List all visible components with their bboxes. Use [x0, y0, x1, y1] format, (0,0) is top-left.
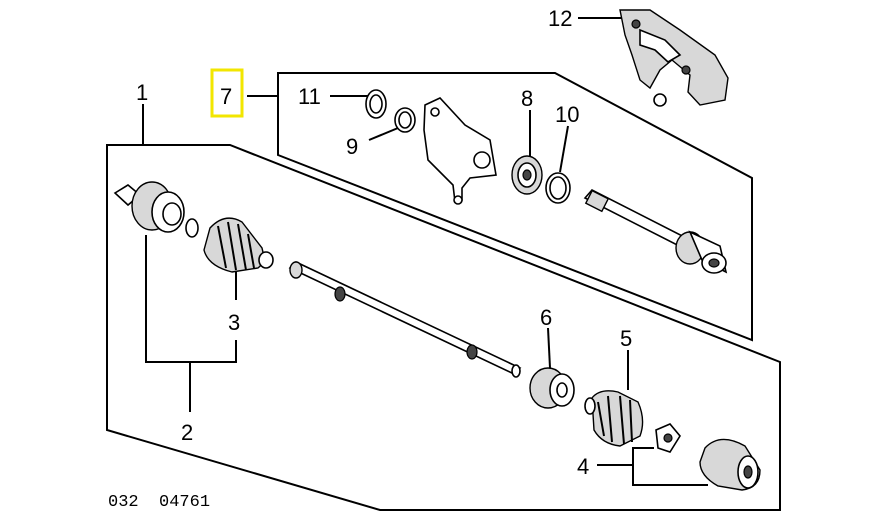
- axle-shaft: [288, 261, 522, 378]
- callout-12: 12: [548, 6, 572, 31]
- highlight-box-7: [210, 68, 244, 118]
- part-12-bracket: [619, 9, 729, 107]
- assembly-7-outline: [277, 72, 753, 342]
- bearing-support-bracket: [423, 97, 497, 205]
- callout-2: 2: [181, 420, 193, 445]
- part-9-ring: [394, 107, 416, 133]
- callout-8: 8: [521, 86, 533, 111]
- callout-11: 11: [298, 84, 321, 109]
- callout-9: 9: [346, 134, 358, 159]
- leader-lines: [142, 17, 708, 486]
- part-6-damper: [529, 367, 575, 409]
- outer-cv-joint: [113, 181, 199, 238]
- callout-1: 1: [136, 80, 148, 105]
- callout-3: 3: [228, 310, 240, 335]
- part-4-inboard-joint: [655, 423, 761, 491]
- part-8-bearing: [511, 155, 543, 195]
- part-3-boot: [203, 217, 274, 273]
- intermediate-shaft: [583, 189, 728, 274]
- assembly-1-outline: [106, 144, 781, 511]
- callout-6: 6: [540, 305, 552, 330]
- part-11-snap-ring: [365, 89, 387, 119]
- part-10-snap-ring: [545, 172, 571, 204]
- callout-10: 10: [555, 102, 579, 127]
- callout-7: 7: [220, 84, 232, 109]
- part-5-boot: [584, 390, 644, 447]
- callout-4: 4: [577, 454, 589, 479]
- callout-5: 5: [620, 326, 632, 351]
- diagram-code: 032 04761: [108, 493, 210, 512]
